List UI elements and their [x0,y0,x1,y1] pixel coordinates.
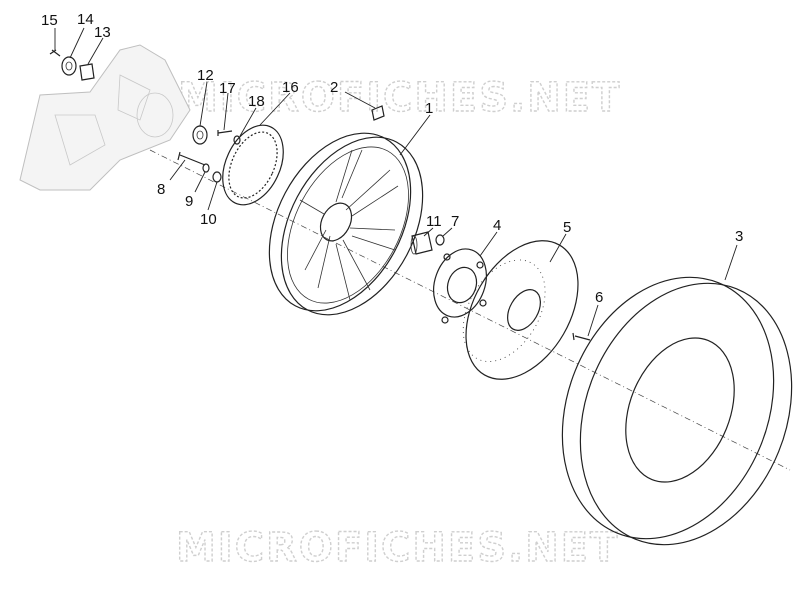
callout-8: 8 [157,181,165,198]
callout-9: 9 [185,193,193,210]
leader-lines [54,27,738,337]
part-16-tone-ring-icon [222,124,284,206]
callout-16: 16 [282,79,299,96]
part-11-bush-icon [410,231,433,255]
part-12-spacer-icon [192,125,208,145]
part-18-washer-icon [233,135,241,145]
callout-14: 14 [77,11,94,28]
callout-15: 15 [41,12,58,29]
callout-13: 13 [94,24,111,41]
callout-7: 7 [451,213,459,230]
part-3-tyre-icon [561,276,793,546]
part-17-bolt-icon [217,130,233,136]
part-15-screw-icon [49,49,61,57]
part-8-bolt-icon [177,151,206,166]
part-10-nut-icon [212,171,222,183]
callout-2: 2 [330,79,338,96]
callout-5: 5 [563,219,571,236]
callout-6: 6 [595,289,603,306]
part-4-hub-flange-icon [433,248,487,324]
swing-arm [19,44,191,191]
watermark-bottom: MICROFICHES.NET [176,525,619,571]
assembly-axis [149,149,791,471]
part-2-valve-icon [371,105,385,121]
part-1-rim-icon [268,132,424,316]
callout-12: 12 [197,67,214,84]
part-7-nut-icon [435,234,445,246]
part-6-bolt-icon [572,332,591,341]
callout-4: 4 [493,217,501,234]
watermark-top: MICROFICHES.NET [178,75,621,121]
callout-3: 3 [735,228,743,245]
part-13-bush-icon [79,63,95,81]
part-14-bearing-icon [61,56,77,76]
callout-17: 17 [219,80,236,97]
part-9-washer-icon [202,163,210,173]
callout-18: 18 [248,93,265,110]
callout-10: 10 [200,211,217,228]
callout-1: 1 [425,100,433,117]
part-5-brake-disc-icon [462,240,579,380]
callout-11: 11 [426,213,442,230]
